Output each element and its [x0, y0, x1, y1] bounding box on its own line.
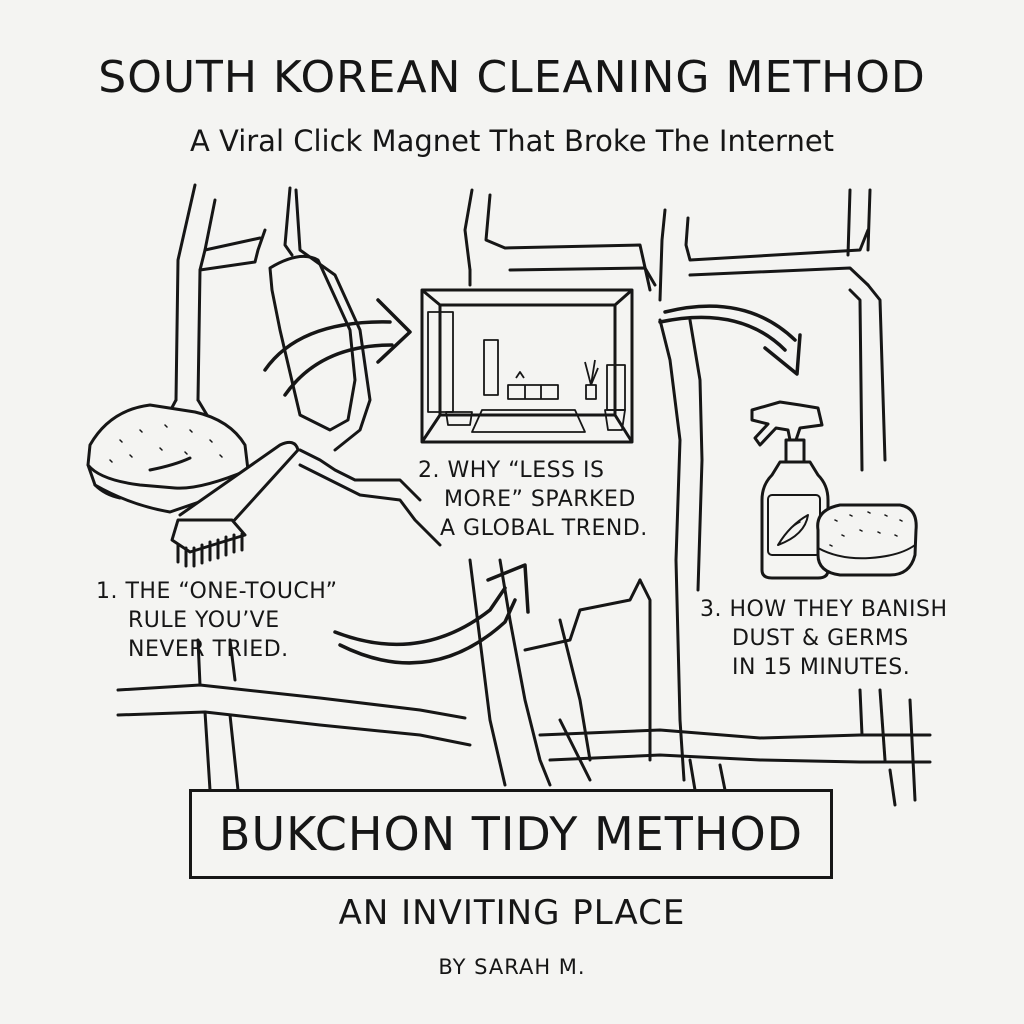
- spray-bottle-and-sponge-illustration: [750, 400, 918, 580]
- step-1-line-1: 1. THE “ONE-TOUCH”: [96, 579, 338, 604]
- step-1-line-3: NEVER TRIED.: [128, 637, 289, 662]
- step-2-line-2: MORE” SPARKED: [444, 487, 636, 512]
- tagline: AN INVITING PLACE: [338, 893, 686, 933]
- page-title: SOUTH KOREAN CLEANING METHOD: [98, 52, 926, 103]
- step-3-caption: 3. HOW THEY BANISH DUST & GERMS IN 15 MI…: [700, 595, 980, 682]
- step-2-line-3: A GLOBAL TREND.: [440, 516, 648, 541]
- minimal-room-illustration: [420, 288, 634, 444]
- step-3-line-1: 3. HOW THEY BANISH: [700, 597, 948, 622]
- method-name-box: BUKCHON TIDY METHOD: [189, 789, 833, 879]
- step-1-line-2: RULE YOU’VE: [128, 608, 280, 633]
- step-2-caption: 2. WHY “LESS IS MORE” SPARKED A GLOBAL T…: [418, 456, 668, 543]
- step-2-line-1: 2. WHY “LESS IS: [418, 458, 605, 483]
- author-byline: BY SARAH M.: [438, 955, 586, 979]
- step-1-caption: 1. THE “ONE-TOUCH” RULE YOU’VE NEVER TRI…: [96, 577, 366, 664]
- page-subtitle: A Viral Click Magnet That Broke The Inte…: [189, 124, 835, 158]
- step-3-line-3: IN 15 MINUTES.: [732, 655, 911, 680]
- arrows: [263, 298, 802, 665]
- step-3-line-2: DUST & GERMS: [732, 626, 909, 651]
- method-name: BUKCHON TIDY METHOD: [218, 807, 804, 861]
- cloth-and-brush-illustration: [86, 403, 300, 568]
